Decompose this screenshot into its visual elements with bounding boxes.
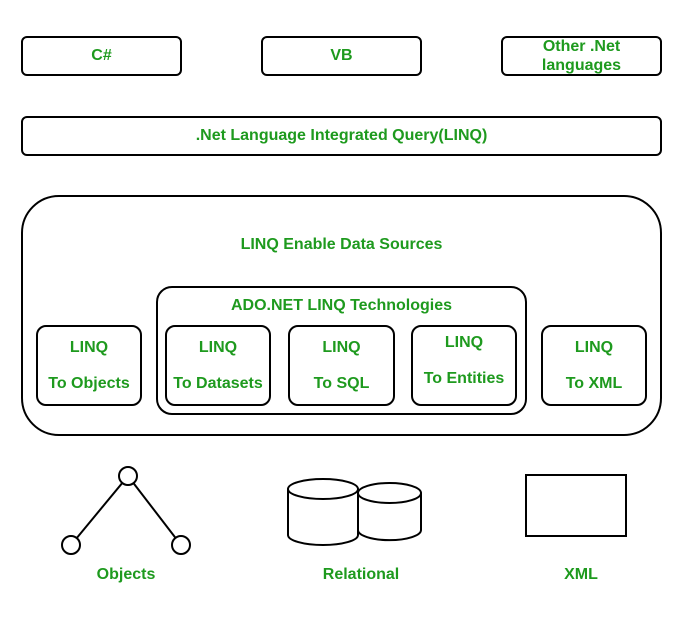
linq-to-datasets-box — [165, 325, 271, 406]
vb-box: VB — [261, 36, 422, 76]
linq-to-objects-box — [36, 325, 142, 406]
linq-to-entities-box — [411, 325, 517, 406]
linq-to-sql-line1: LINQ — [322, 339, 361, 356]
objects-label: Objects — [96, 566, 156, 583]
linq-to-objects-line2: To Objects — [48, 375, 130, 392]
linq-to-xml-box — [541, 325, 647, 406]
xml-document-icon — [525, 474, 627, 537]
vb-label: VB — [330, 47, 353, 64]
other-languages-label: Other .Net languages — [541, 38, 622, 74]
ado-net-title: ADO.NET LINQ Technologies — [230, 297, 453, 314]
database-icon — [287, 478, 422, 546]
relational-label: Relational — [322, 566, 400, 583]
linq-to-xml-line2: To XML — [565, 375, 623, 392]
csharp-label: C# — [91, 47, 112, 64]
linq-to-sql-box — [288, 325, 395, 406]
linq-to-xml-line1: LINQ — [574, 339, 614, 356]
linq-to-datasets-line1: LINQ — [198, 339, 238, 356]
linq-to-sql-line2: To SQL — [313, 375, 370, 392]
linq-bar: .Net Language Integrated Query(LINQ) — [21, 116, 662, 156]
objects-tree-icon — [61, 466, 191, 555]
linq-to-objects-line1: LINQ — [69, 339, 109, 356]
csharp-box: C# — [21, 36, 182, 76]
linq-to-entities-line2: To Entities — [423, 370, 505, 387]
other-languages-box: Other .Net languages — [501, 36, 662, 76]
data-sources-title: LINQ Enable Data Sources — [240, 236, 443, 253]
linq-bar-label: .Net Language Integrated Query(LINQ) — [195, 127, 488, 144]
linq-to-datasets-line2: To Datasets — [173, 375, 263, 392]
linq-to-entities-line1: LINQ — [444, 334, 484, 351]
xml-label: XML — [564, 566, 598, 583]
